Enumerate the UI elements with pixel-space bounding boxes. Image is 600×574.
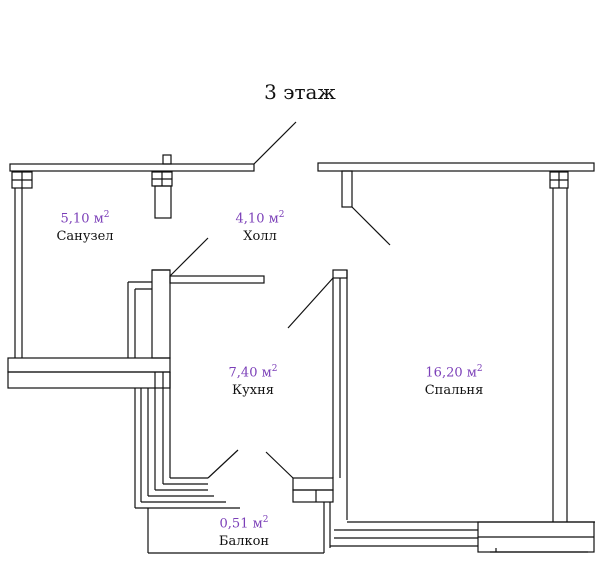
wall-kitchen-top <box>169 275 265 284</box>
balcony-outline <box>147 502 331 554</box>
column-bathroom-divider <box>151 154 173 219</box>
wall-bathroom-left <box>14 188 23 358</box>
door-bathroom <box>169 237 209 277</box>
door-bedroom <box>341 170 391 246</box>
room-kitchen: 7,40 м2 Кухня <box>229 360 278 400</box>
room-bathroom: 5,10 м2 Санузел <box>56 206 113 246</box>
wall-bedroom-bottom <box>330 521 595 553</box>
room-area: 16,20 м2 <box>425 364 483 381</box>
room-name: Балкон <box>218 534 270 550</box>
wall-top-left <box>9 121 297 172</box>
wall-kitchen-lower-left <box>134 372 240 509</box>
wall-kitchen-right <box>287 269 348 520</box>
wall-bedroom-top <box>317 162 595 172</box>
column-left <box>11 171 33 189</box>
room-hall: 4,10 м2 Холл <box>236 206 285 246</box>
room-area: 7,40 м2 <box>228 364 278 381</box>
room-balcony: 0,51 м2 Балкон <box>219 511 269 551</box>
room-name: Спальня <box>424 383 484 399</box>
room-bedroom: 16,20 м2 Спальня <box>425 360 484 400</box>
door-kitchen-right <box>265 451 334 503</box>
wall-kitchen-left <box>127 269 171 359</box>
room-area: 0,51 м2 <box>219 515 269 532</box>
wall-bedroom-right <box>549 171 569 522</box>
room-name: Кухня <box>232 383 274 399</box>
room-area: 5,10 м2 <box>60 210 110 227</box>
room-name: Холл <box>243 229 277 245</box>
floor-title: 3 этаж <box>264 80 336 104</box>
wall-bathroom-bottom <box>7 357 171 389</box>
room-area: 4,10 м2 <box>235 210 285 227</box>
room-name: Санузел <box>56 229 114 245</box>
